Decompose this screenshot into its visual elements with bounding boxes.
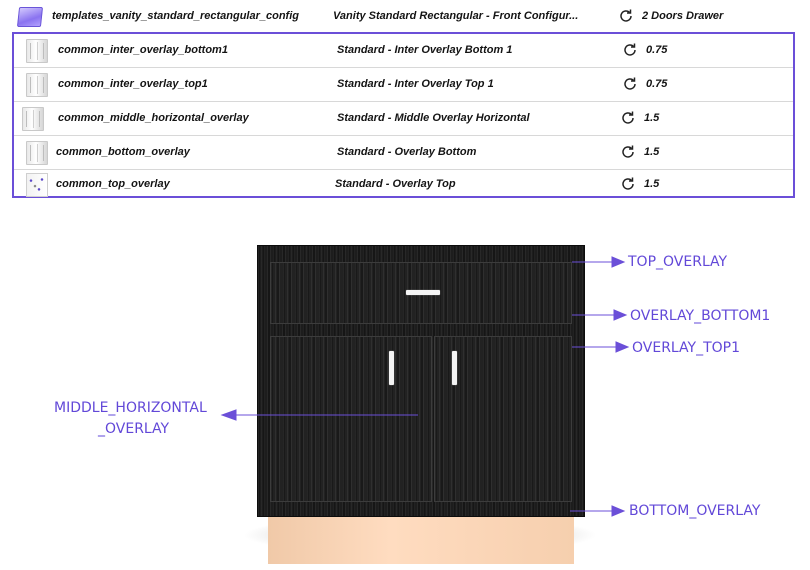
list-item[interactable]: common_top_overlay Standard - Overlay Top… xyxy=(0,168,810,200)
item-description: Standard - Inter Overlay Bottom 1 xyxy=(337,44,513,56)
refresh-icon[interactable] xyxy=(622,42,638,58)
cabinet-thumbnail-icon xyxy=(26,39,48,63)
selected-group-frame xyxy=(12,32,795,198)
item-name: common_top_overlay xyxy=(56,178,170,190)
middle-horizontal-arrowhead xyxy=(220,409,237,421)
refresh-icon[interactable] xyxy=(618,8,634,24)
item-value: 0.75 xyxy=(646,44,668,56)
label-top-overlay: TOP_OVERLAY xyxy=(628,254,728,270)
cabinet-thumbnail-icon xyxy=(22,107,44,131)
template-description: Vanity Standard Rectangular - Front Conf… xyxy=(333,10,579,22)
list-item[interactable]: common_inter_overlay_bottom1 Standard - I… xyxy=(0,34,810,66)
refresh-icon[interactable] xyxy=(622,76,638,92)
left-door xyxy=(270,336,432,502)
refresh-icon[interactable] xyxy=(620,144,636,160)
list-item[interactable]: common_middle_horizontal_overlay Standard… xyxy=(0,102,810,134)
item-value: 1.5 xyxy=(644,146,660,158)
cabinet-thumbnail-icon xyxy=(26,141,48,165)
item-name: common_middle_horizontal_overlay xyxy=(58,112,249,124)
row-divider xyxy=(14,101,793,102)
label-bottom-overlay: BOTTOM_OVERLAY xyxy=(629,503,761,519)
template-row[interactable]: templates_vanity_standard_rectangular_co… xyxy=(0,2,810,30)
label-middle-horizontal-overlay: _OVERLAY xyxy=(98,421,170,437)
refresh-icon[interactable] xyxy=(620,176,636,192)
refresh-icon[interactable] xyxy=(620,110,636,126)
right-door xyxy=(434,336,572,502)
left-door-handle xyxy=(389,351,394,385)
item-description: Standard - Middle Overlay Horizontal xyxy=(337,112,530,124)
item-name: common_bottom_overlay xyxy=(56,146,190,158)
item-value: 1.5 xyxy=(644,178,660,190)
row-divider xyxy=(14,169,793,170)
drawer-handle xyxy=(406,290,440,295)
item-name: common_inter_overlay_bottom1 xyxy=(58,44,228,56)
label-middle-horizontal: MIDDLE_HORIZONTAL xyxy=(54,400,207,416)
label-overlay-top1: OVERLAY_TOP1 xyxy=(632,340,741,356)
top-overlay-arrowhead xyxy=(611,256,626,268)
overlay-top1-arrowhead xyxy=(615,341,630,353)
cabinet-illustration xyxy=(242,240,598,570)
template-value: 2 Doors Drawer xyxy=(642,10,724,22)
bottom-overlay-arrowhead xyxy=(611,505,626,517)
cabinet-plinth xyxy=(268,512,574,564)
row-divider xyxy=(14,135,793,136)
cabinet-thumbnail-icon xyxy=(26,73,48,97)
item-value: 1.5 xyxy=(644,112,660,124)
label-overlay-bottom1: OVERLAY_BOTTOM1 xyxy=(630,308,771,324)
overlay-bottom1-arrowhead xyxy=(613,309,628,321)
item-name: common_inter_overlay_top1 xyxy=(58,78,208,90)
list-item[interactable]: common_inter_overlay_top1 Standard - Inte… xyxy=(0,68,810,100)
list-item[interactable]: common_bottom_overlay Standard - Overlay … xyxy=(0,136,810,168)
item-description: Standard - Overlay Top xyxy=(335,178,456,190)
item-value: 0.75 xyxy=(646,78,668,90)
item-description: Standard - Inter Overlay Top 1 xyxy=(337,78,494,90)
cabinet-thumbnail-icon xyxy=(26,173,48,197)
row-divider xyxy=(14,67,793,68)
template-name: templates_vanity_standard_rectangular_co… xyxy=(52,10,299,22)
right-door-handle xyxy=(452,351,457,385)
item-description: Standard - Overlay Bottom xyxy=(337,146,477,158)
